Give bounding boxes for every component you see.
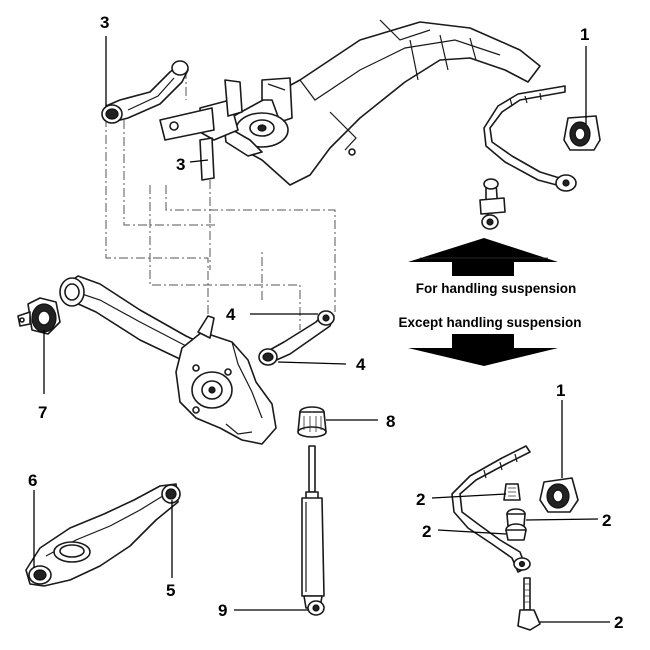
anti-roll-bar-handling [479, 85, 601, 230]
anti-roll-bar-standard [451, 445, 579, 631]
callout-5: 5 [166, 581, 175, 600]
rear-subframe [159, 19, 541, 186]
arrow-up-icon [408, 238, 558, 276]
callout-8: 8 [386, 412, 395, 431]
callout-2-bolt: 2 [614, 613, 623, 632]
trailing-arm-bushing [17, 297, 61, 335]
rear-knuckle [175, 315, 277, 445]
shock-absorber [301, 445, 325, 616]
stabilizer-link-bushings [505, 508, 527, 541]
trailing-arm [59, 275, 206, 363]
callout-3-upper-arm: 3 [100, 13, 109, 32]
caption-except-handling: Except handling suspension [398, 315, 581, 330]
arrow-down-icon [408, 334, 558, 366]
toe-link-upper [258, 310, 335, 366]
stabilizer-link-nut [503, 483, 521, 501]
stabilizer-link-bolt [517, 577, 541, 631]
assembly-guide-lines [105, 70, 336, 335]
callout-4-upper: 4 [226, 305, 236, 324]
upper-control-arm [101, 60, 189, 124]
callout-1-standard: 1 [556, 381, 565, 400]
stabilizer-link-handling [479, 178, 506, 230]
callout-9: 9 [218, 601, 227, 620]
caption-for-handling: For handling suspension [416, 281, 577, 296]
callout-1-handling: 1 [580, 25, 589, 44]
callout-2-upper-bushing: 2 [602, 511, 611, 530]
lower-control-arm [25, 483, 181, 587]
spring-insulator [297, 406, 327, 438]
callout-3-subframe: 3 [176, 155, 185, 174]
callout-7: 7 [38, 403, 47, 422]
callout-4-lower: 4 [356, 355, 366, 374]
stabilizer-bushing-standard [539, 477, 579, 513]
callout-2-lower-bushing: 2 [422, 522, 431, 541]
leader-lines [33, 36, 610, 623]
callout-6: 6 [28, 471, 37, 490]
stabilizer-bushing-handling [563, 115, 601, 151]
callout-2-nut: 2 [416, 490, 425, 509]
callout-numbers: 3 3 1 4 4 7 8 6 5 9 1 2 2 2 2 [28, 13, 623, 632]
